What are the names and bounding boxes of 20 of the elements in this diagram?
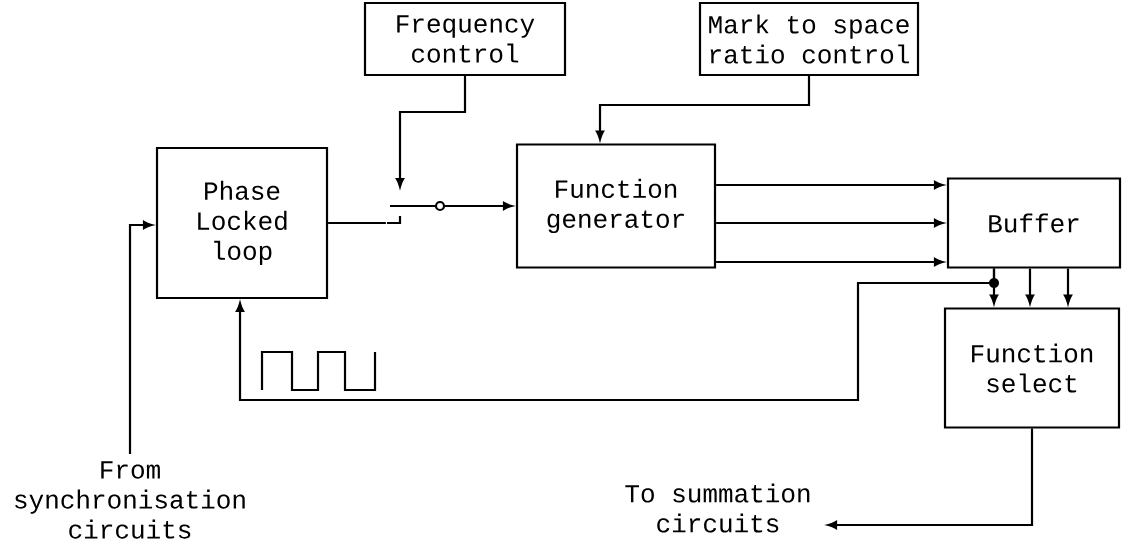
arrow bbox=[395, 76, 467, 188]
block-box: Phase Locked loop bbox=[155, 146, 329, 300]
block-box: Function generator bbox=[515, 143, 717, 269]
block-box: Buffer bbox=[946, 177, 1122, 269]
arrow bbox=[1063, 268, 1073, 305]
arrow bbox=[827, 428, 1034, 530]
arrow bbox=[716, 218, 944, 228]
switch-symbol bbox=[385, 200, 446, 225]
arrow bbox=[1025, 268, 1035, 305]
arrow bbox=[444, 201, 513, 211]
block-box: Mark to space ratio control bbox=[698, 1, 920, 77]
arrow bbox=[716, 180, 944, 190]
signal-label: From synchronisation circuits bbox=[15, 461, 245, 539]
arrow bbox=[716, 257, 944, 267]
arrow bbox=[128, 220, 153, 454]
arrow bbox=[595, 76, 811, 141]
signal-label: To summation circuits bbox=[625, 483, 810, 533]
block-box: Frequency control bbox=[363, 1, 567, 77]
block-box: Function select bbox=[943, 307, 1121, 429]
arrow bbox=[235, 268, 996, 402]
